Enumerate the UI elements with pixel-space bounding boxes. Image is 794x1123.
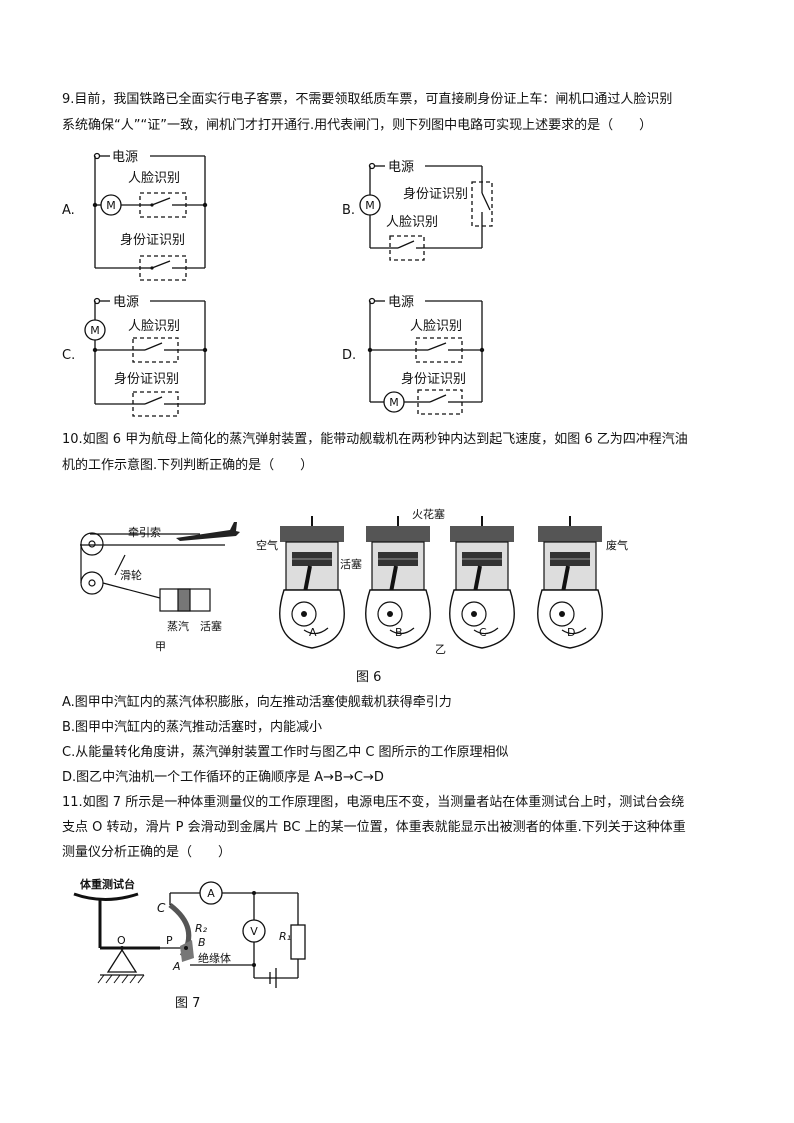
- fig6-traction-label: 牵引索: [128, 525, 161, 539]
- fig6-yi-label: 乙: [435, 643, 446, 656]
- q9d-face-label: 人脸识别: [410, 319, 462, 334]
- fig6-pulley-label: 滑轮: [120, 568, 142, 582]
- q10-text-line2: 机的工作示意图.下列判断正确的是（ ）: [62, 458, 314, 473]
- q9a-id-label: 身份证识别: [120, 232, 185, 248]
- q9c-id-label: 身份证识别: [114, 371, 179, 387]
- q9a-motor-symbol: M: [106, 199, 116, 212]
- q9d-id-label: 身份证识别: [401, 371, 466, 387]
- fig7-caption: 图 7: [175, 996, 201, 1011]
- fig6-engine-c-label: C: [479, 626, 487, 639]
- fig6-engine-d-label: D: [567, 626, 575, 639]
- fig7-platform-label: 体重测试台: [80, 877, 135, 891]
- q9-option-c-letter[interactable]: C.: [62, 348, 76, 363]
- q9b-face-label: 人脸识别: [386, 215, 438, 230]
- fig6-air-label: 空气: [256, 538, 278, 552]
- fig7-voltmeter-symbol: V: [250, 925, 258, 938]
- q9-text-line1: 9.目前，我国铁路已全面实行电子客票，不需要领取纸质车票，可直接刷身份证上车：闸…: [62, 92, 673, 107]
- q9c-face-label: 人脸识别: [128, 319, 180, 334]
- q9c-motor-symbol: M: [90, 324, 100, 337]
- fig6-spark-label: 火花塞: [412, 507, 445, 521]
- fig6-engine-a-label: A: [309, 626, 317, 639]
- q9d-motor-symbol: M: [389, 396, 399, 409]
- q10-option-d[interactable]: D.图乙中汽油机一个工作循环的正确顺序是 A→B→C→D: [62, 770, 384, 785]
- fig6-exhaust-label: 废气: [606, 538, 628, 552]
- fig6-engine-b-label: B: [395, 626, 403, 639]
- fig7-p-label: P: [166, 934, 173, 947]
- fig7-o-label: O: [117, 934, 126, 947]
- fig6-airplane-icon: [176, 522, 240, 541]
- q10-option-b[interactable]: B.图甲中汽缸内的蒸汽推动活塞时，内能减小: [62, 720, 323, 735]
- q11-text-line3: 测量仪分析正确的是（ ）: [62, 845, 232, 860]
- fig7-r2-label: R₂: [195, 922, 208, 935]
- fig6-caption: 图 6: [356, 670, 382, 685]
- q9b-power-label: 电源: [388, 160, 414, 175]
- q9-text-line2: 系统确保“人”“证”一致，闸机门才打开通行.用代表闸门，则下列图中电路可实现上述…: [62, 118, 653, 133]
- fig7-a-label: A: [172, 960, 181, 973]
- fig7-r1-label: R₁: [279, 930, 291, 943]
- fig7-insulator-block: [180, 940, 194, 962]
- q9-option-a-letter[interactable]: A.: [62, 203, 75, 218]
- q9a-face-label: 人脸识别: [128, 171, 180, 186]
- fig6-steam-label: 蒸汽: [167, 619, 189, 633]
- q9c-power-label: 电源: [113, 295, 139, 310]
- fig6-piston-label: 活塞: [200, 619, 222, 633]
- q9b-motor-symbol: M: [365, 199, 375, 212]
- fig7-b-label: B: [198, 936, 206, 949]
- q10-option-a[interactable]: A.图甲中汽缸内的蒸汽体积膨胀，向左推动活塞使舰载机获得牵引力: [62, 695, 452, 710]
- q9a-power-label: 电源: [112, 150, 138, 165]
- fig6-jia-label: 甲: [155, 640, 166, 653]
- fig7-ammeter-symbol: A: [207, 887, 215, 900]
- q10-option-c[interactable]: C.从能量转化角度讲，蒸汽弹射装置工作时与图乙中 C 图所示的工作原理相似: [62, 745, 509, 760]
- fig6-piston2-label: 活塞: [340, 557, 362, 571]
- q11-text-line2: 支点 O 转动，滑片 P 会滑动到金属片 BC 上的某一位置，体重表就能显示出被…: [62, 820, 686, 835]
- q9d-power-label: 电源: [388, 295, 414, 310]
- fig7-c-label: C: [157, 901, 166, 915]
- q9b-id-label: 身份证识别: [403, 186, 468, 202]
- q9-option-b-letter[interactable]: B.: [342, 203, 356, 218]
- q11-text-line1: 11.如图 7 所示是一种体重测量仪的工作原理图，电源电压不变，当测量者站在体重…: [62, 795, 685, 810]
- fig7-insulator-label: 绝缘体: [198, 951, 231, 965]
- q10-text-line1: 10.如图 6 甲为航母上简化的蒸汽弹射装置，能带动舰载机在两秒钟内达到起飞速度…: [62, 432, 688, 447]
- q9-option-d-letter[interactable]: D.: [342, 348, 357, 363]
